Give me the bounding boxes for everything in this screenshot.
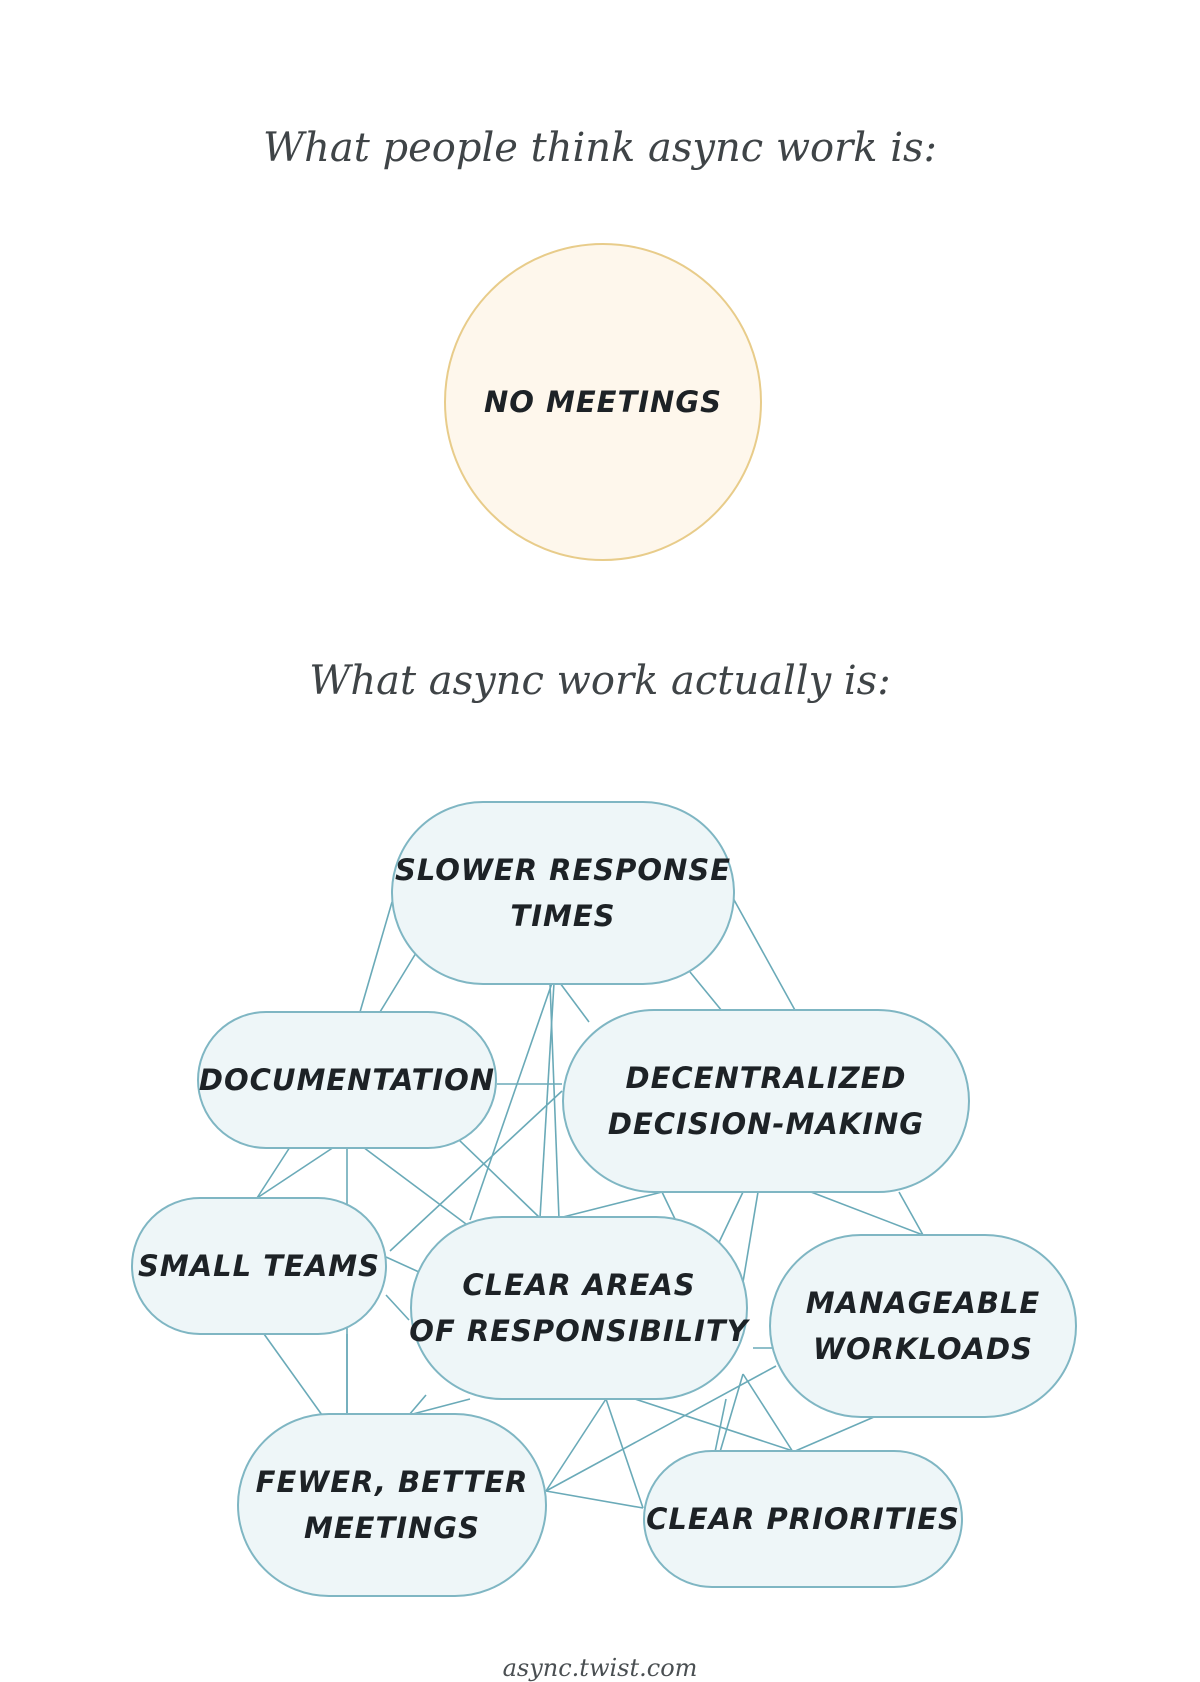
connection-line: [256, 1146, 291, 1199]
connection-line: [263, 1333, 323, 1416]
connection-line: [714, 1398, 727, 1453]
connection-line: [379, 952, 417, 1013]
connection-line: [732, 897, 797, 1013]
concept-pill: [562, 1009, 970, 1193]
concept-node-priorities: CLEAR PRIORITIES: [643, 1450, 963, 1588]
connection-line: [545, 1398, 607, 1492]
connection-line: [792, 1416, 875, 1453]
concept-node-label: OF RESPONSIBILITY: [409, 1314, 750, 1348]
concept-pill: [410, 1216, 748, 1400]
connection-line: [742, 1373, 794, 1453]
concept-node-label: TIMES: [510, 899, 615, 933]
concept-node-manageable: MANAGEABLE WORKLOADS: [769, 1234, 1077, 1418]
connection-line: [385, 1294, 410, 1321]
connection-line: [389, 1090, 563, 1252]
concept-node-label: DOCUMENTATION: [199, 1063, 495, 1097]
connection-line: [256, 1146, 335, 1199]
connection-line: [385, 1256, 420, 1273]
concept-node-label: FEWER, BETTER: [256, 1465, 529, 1499]
connection-line: [810, 1191, 924, 1236]
concept-node-label: SLOWER RESPONSE: [395, 853, 731, 887]
connection-line: [469, 982, 553, 1221]
concept-pill: [197, 1011, 497, 1149]
connection-line: [689, 971, 723, 1012]
connection-line: [408, 1398, 471, 1416]
concept-node-label: DECISION-MAKING: [608, 1107, 924, 1141]
connection-line: [719, 1373, 744, 1453]
concept-node-label: CLEAR AREAS: [462, 1268, 695, 1302]
myth-node: NO MEETINGS: [444, 243, 762, 561]
concept-node-decentral: DECENTRALIZED DECISION-MAKING: [562, 1009, 970, 1193]
concept-node-small: SMALL TEAMS: [131, 1197, 387, 1335]
concept-node-label: DECENTRALIZED: [626, 1061, 907, 1095]
concept-node-slower: SLOWER RESPONSE TIMES: [391, 801, 735, 985]
connection-line: [562, 1191, 663, 1218]
connection-line: [539, 982, 555, 1219]
concept-node-fewer: FEWER, BETTER MEETINGS: [237, 1413, 547, 1597]
concept-node-label: MEETINGS: [304, 1511, 480, 1545]
concept-pill: [391, 801, 735, 985]
myth-node-label: NO MEETINGS: [484, 385, 722, 419]
connection-line: [634, 1398, 797, 1453]
connection-line: [359, 901, 393, 1013]
concept-pill: [643, 1450, 963, 1588]
heading-reality: What async work actually is:: [309, 658, 891, 704]
connection-line: [362, 1146, 471, 1228]
concept-node-label: CLEAR PRIORITIES: [646, 1502, 960, 1536]
concept-node-label: WORKLOADS: [813, 1332, 1033, 1366]
footer-url: async.twist.com: [502, 1654, 698, 1682]
concept-pill: [769, 1234, 1077, 1418]
connection-line: [605, 1398, 644, 1509]
concept-node-label: MANAGEABLE: [806, 1286, 1040, 1320]
connection-line: [545, 1365, 777, 1492]
heading-myth: What people think async work is:: [262, 125, 938, 171]
connection-line: [559, 982, 590, 1023]
reality-nodes: SLOWER RESPONSE TIMES DOCUMENTATION DECENTR…: [131, 801, 1077, 1597]
concept-node-docs: DOCUMENTATION: [197, 1011, 497, 1149]
concept-pill: [131, 1197, 387, 1335]
concept-pill: [237, 1413, 547, 1597]
connection-line: [898, 1191, 924, 1236]
concept-node-clearareas: CLEAR AREAS OF RESPONSIBILITY: [409, 1216, 750, 1400]
connection-line: [545, 1490, 644, 1509]
connection-line: [408, 1394, 427, 1416]
concept-node-label: SMALL TEAMS: [138, 1249, 380, 1283]
connection-line: [661, 1191, 676, 1220]
